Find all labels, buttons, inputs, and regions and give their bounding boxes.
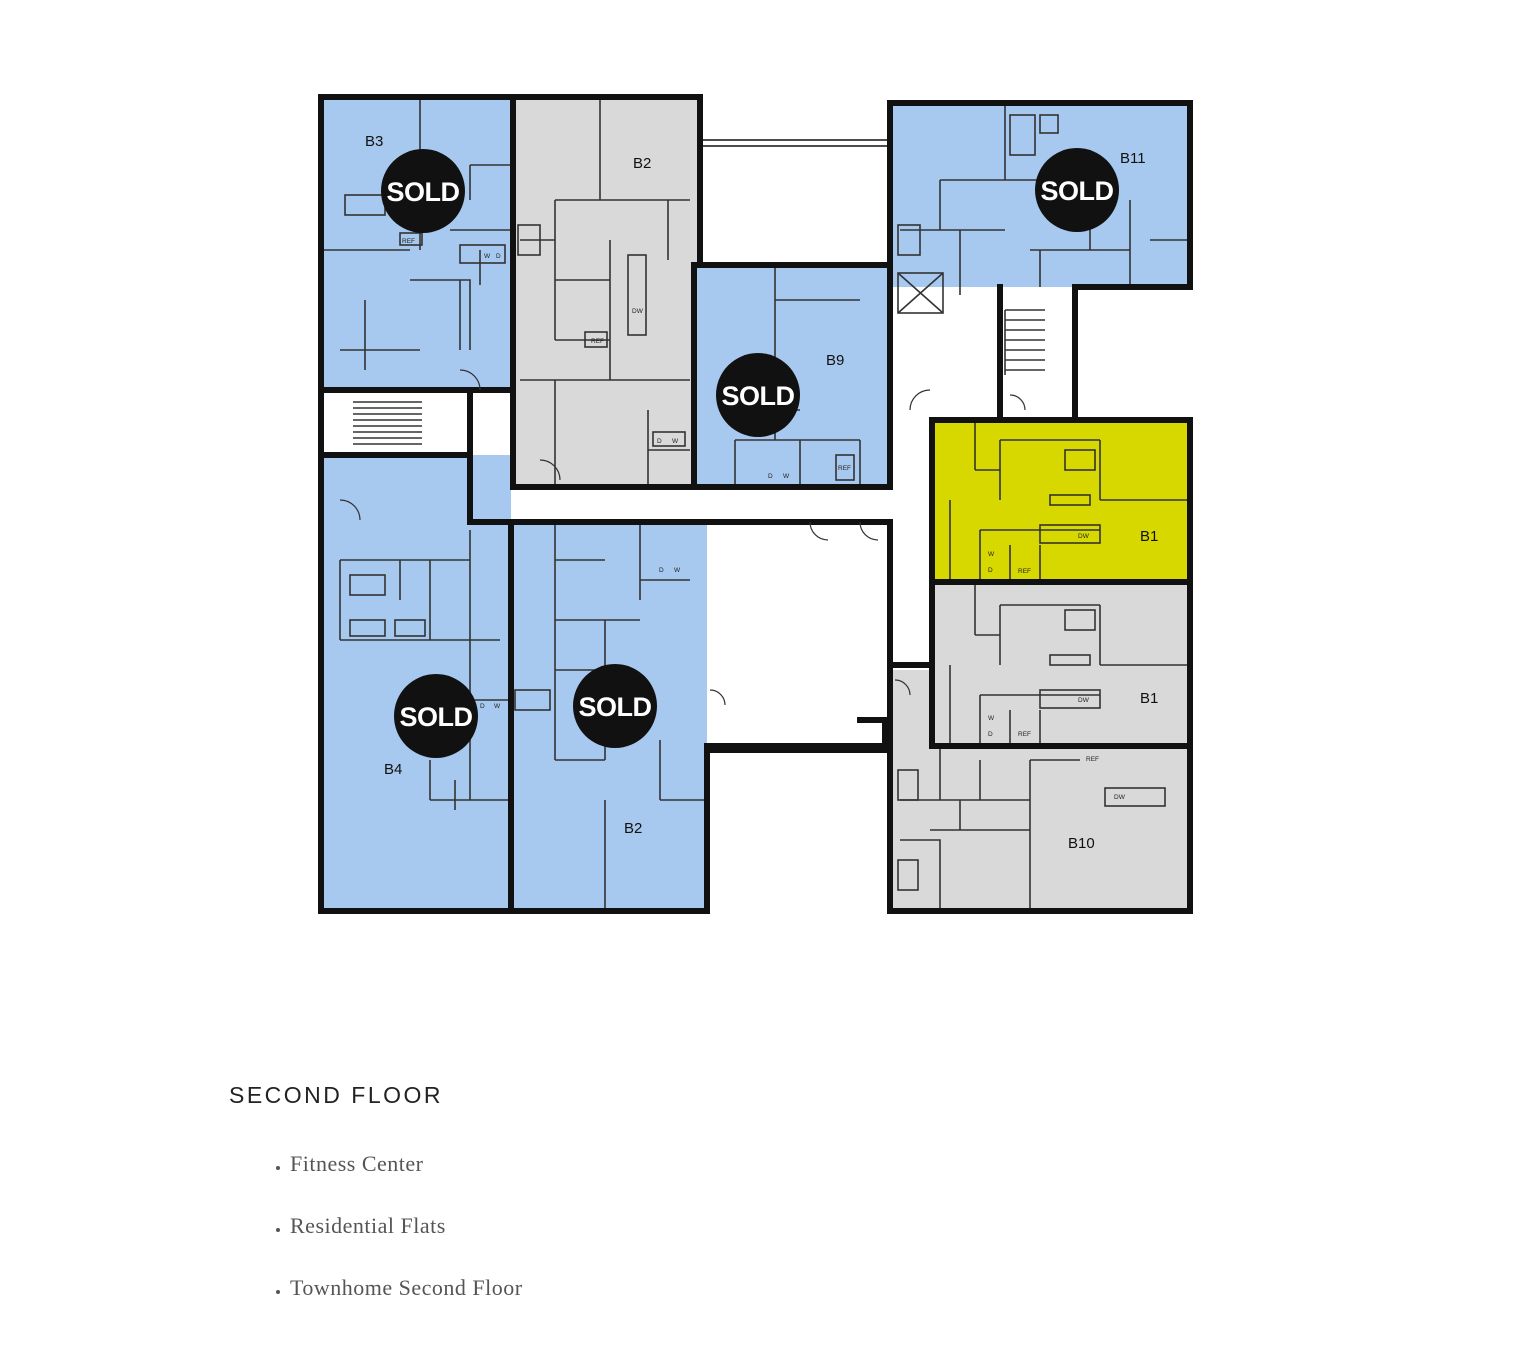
fixture-d-b1-lower: D [988, 731, 993, 738]
list-item-fitness-center: Fitness Center [290, 1147, 523, 1181]
unit-b3[interactable] [321, 97, 513, 390]
list-item-residential-flats: Residential Flats [290, 1209, 523, 1243]
unit-label-b9: B9 [826, 352, 844, 369]
svg-text:SOLD: SOLD [386, 177, 459, 207]
unit-b1-upper[interactable] [932, 420, 1190, 582]
fixture-ref-b3: REF [402, 238, 415, 245]
sold-badge-b2-south: SOLD [573, 664, 657, 748]
amenity-list: Fitness Center Residential Flats Townhom… [263, 1147, 523, 1333]
unit-b10[interactable] [890, 665, 1190, 911]
unit-label-b1-lower: B1 [1140, 690, 1158, 707]
fixture-d-b2-north: D [657, 438, 662, 445]
fixture-dw-b1-lower: DW [1078, 697, 1090, 704]
fixture-ref-b1-upper: REF [1018, 568, 1031, 575]
fixture-ref-b9: REF [838, 465, 851, 472]
svg-text:SOLD: SOLD [578, 692, 651, 722]
fixture-d-b4: D [480, 703, 485, 710]
unit-label-b2-south: B2 [624, 820, 642, 837]
corridor-east [890, 430, 932, 670]
fixture-dw-b1-upper: DW [1078, 533, 1090, 540]
unit-label-b11: B11 [1120, 150, 1146, 167]
unit-label-b2-north: B2 [633, 155, 651, 172]
unit-label-b4: B4 [384, 761, 402, 778]
fixture-ref-b1-lower: REF [1018, 731, 1031, 738]
unit-label-b3: B3 [365, 133, 383, 150]
sold-badge-b4: SOLD [394, 674, 478, 758]
fixture-d-b2-south: D [659, 567, 664, 574]
fixture-w-b9: W [783, 473, 790, 480]
fixture-w-b1-lower: W [988, 715, 995, 722]
unit-label-b10: B10 [1068, 835, 1095, 852]
sold-badge-b11: SOLD [1035, 148, 1119, 232]
floor-plan: REF DW REF REF REF DW REF DW REF DW W D … [318, 94, 1193, 914]
fixture-w-b1-upper: W [988, 551, 995, 558]
unit-label-b1-upper: B1 [1140, 528, 1158, 545]
fixture-w-b3: W [484, 253, 491, 260]
fixture-ref-b2-north: REF [591, 338, 604, 345]
svg-text:SOLD: SOLD [1040, 176, 1113, 206]
svg-text:SOLD: SOLD [721, 381, 794, 411]
fixture-dw-b2-north: DW [632, 308, 644, 315]
fixture-ref-b10: REF [1086, 756, 1099, 763]
svg-text:SOLD: SOLD [399, 702, 472, 732]
fixture-w-b4: W [494, 703, 501, 710]
fixture-w-b2-south: W [674, 567, 681, 574]
fixture-d-b1-upper: D [988, 567, 993, 574]
fixture-d-b3: D [496, 253, 501, 260]
unit-b2-north[interactable] [513, 97, 700, 487]
section-title: SECOND FLOOR [229, 1082, 444, 1108]
fixture-dw-b10: DW [1114, 794, 1126, 801]
fixture-w-b2-north: W [672, 438, 679, 445]
sold-badge-b9: SOLD [716, 353, 800, 437]
list-item-townhome-second-floor: Townhome Second Floor [290, 1271, 523, 1305]
fixture-d-b9: D [768, 473, 773, 480]
sold-badge-b3: SOLD [381, 149, 465, 233]
